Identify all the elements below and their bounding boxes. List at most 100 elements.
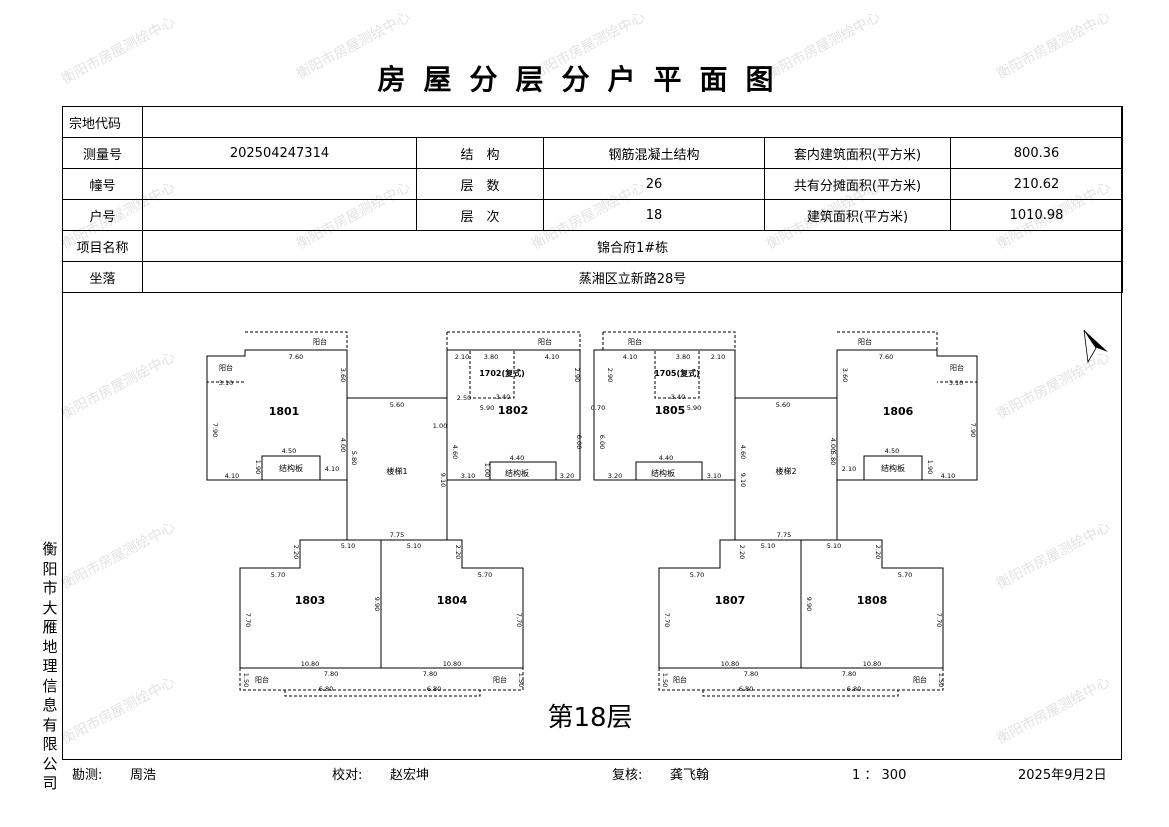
scale-text: 1 ： 300: [852, 768, 907, 783]
table-row: 户号 层 次 18 建筑面积(平方米) 1010.98: [62, 199, 1124, 231]
dim-label: 3.10: [949, 379, 963, 387]
inner-area-label: 套内建筑面积(平方米): [764, 137, 951, 169]
dim-label: 10.80: [443, 660, 462, 668]
dim-label: 5.90: [480, 404, 494, 412]
project-value: 锦合府1#栋: [141, 230, 1124, 262]
dim-label: 4.40: [659, 454, 673, 462]
page-title: 房屋分层分户平面图: [377, 63, 792, 96]
dim-label: 5.80: [350, 451, 358, 465]
dim-label: 2.90: [606, 368, 614, 382]
structure-panel-outline: [635, 461, 703, 481]
dim-label: 1.50: [517, 673, 525, 687]
dim-label: 1.00: [483, 463, 491, 477]
dim-label: 7.90: [969, 423, 977, 437]
dim-label: 4.10: [225, 472, 239, 480]
unit-label: 1804: [437, 594, 468, 607]
survey-no-label: 测量号: [62, 137, 143, 169]
dim-label: 2.10: [455, 353, 469, 361]
dim-label: 7.70: [663, 613, 671, 627]
dim-label: 1.90: [254, 460, 262, 474]
dim-label: 7.80: [744, 670, 758, 678]
dim-label: 4.00: [829, 438, 837, 452]
dim-label: 10.80: [301, 660, 320, 668]
dim-label: 5.10: [341, 542, 355, 550]
north-arrow-icon: [1083, 329, 1108, 364]
dim-label: 7.90: [211, 423, 219, 437]
dim-label: 4.10: [623, 353, 637, 361]
dim-label: 2.20: [292, 545, 300, 559]
dim-label: 3.60: [841, 368, 849, 382]
dim-label: 6.00: [575, 435, 583, 449]
dim-label: 0.70: [591, 404, 605, 412]
stair-label: 楼梯1: [386, 466, 407, 476]
dim-label: 2.90: [573, 368, 581, 382]
surveyor-name: 周浩: [130, 768, 157, 783]
building-no-value: [142, 168, 417, 200]
dim-label: 7.60: [289, 353, 303, 361]
checker-name: 赵宏坤: [390, 768, 430, 783]
left-wing: [206, 331, 581, 697]
reviewer-name: 龚飞翰: [670, 768, 710, 783]
reviewer-label: 复核:: [612, 768, 643, 783]
dim-label: 7.80: [842, 670, 856, 678]
shared-area-value: 210.62: [949, 168, 1124, 200]
balcony-label: 阳台: [219, 363, 233, 372]
table-row: 项目名称 锦合府1#栋: [62, 230, 1124, 262]
duplex-label: 1702(复式): [479, 368, 525, 378]
unit-label: 1807: [715, 594, 746, 607]
unit-1801-outline: [206, 349, 348, 481]
dim-label: 5.60: [776, 401, 790, 409]
dim-label: 3.10: [707, 472, 721, 480]
dim-label: 1.00: [433, 422, 447, 430]
dim-label: 4.40: [510, 454, 524, 462]
dim-label: 3.80: [676, 353, 690, 361]
balcony-outline: [658, 668, 944, 697]
dim-label: 3.20: [560, 472, 574, 480]
location-label: 坐落: [62, 261, 143, 293]
dim-label: 4.10: [941, 472, 955, 480]
table-row: 测量号 202504247314 结 构 钢筋混凝土结构 套内建筑面积(平方米)…: [62, 137, 1124, 169]
unit-1804-outline: [380, 539, 524, 669]
dim-label: 5.10: [407, 542, 421, 550]
dim-label: 5.70: [690, 571, 704, 579]
dim-label: 9.90: [373, 597, 381, 611]
dim-label: 3.40: [496, 393, 510, 401]
dim-label: 3.20: [608, 472, 622, 480]
balcony-outline: [206, 331, 348, 383]
dim-label: 3.10: [461, 472, 475, 480]
structure-panel-label: 结构板: [881, 463, 905, 473]
dimension-labels-vertical: 7.90 3.60 4.00 5.80 1.90 4.60 9.10 2.90 …: [211, 368, 977, 687]
dim-label: 3.40: [671, 393, 685, 401]
balcony-outline: [837, 331, 978, 383]
balcony-label: 阳台: [493, 675, 507, 684]
location-value: 蒸湘区立新路28号: [141, 261, 1124, 293]
dim-label: 5.10: [827, 542, 841, 550]
dim-label: 2.20: [738, 545, 746, 559]
balcony-label: 阳台: [255, 675, 269, 684]
dim-label: 9.90: [805, 597, 813, 611]
dim-label: 9.10: [739, 473, 747, 487]
balcony-label: 阳台: [950, 363, 964, 372]
unit-label: 1805: [655, 404, 686, 417]
balcony-label: 阳台: [313, 337, 327, 346]
unit-no-label: 户号: [62, 199, 143, 231]
dim-label: 5.10: [761, 542, 775, 550]
dim-label: 2.20: [454, 545, 462, 559]
balcony-label: 阳台: [673, 675, 687, 684]
structure-panel-outline: [863, 455, 923, 481]
dim-label: 7.80: [324, 670, 338, 678]
dim-label: 4.50: [885, 447, 899, 455]
structure-panel-outline: [261, 455, 321, 481]
dim-label: 10.80: [863, 660, 882, 668]
duplex-1702-outline: [469, 349, 515, 399]
dimension-labels: 7.60 3.10 4.50 4.10 4.10 5.60 3.80 4.10 …: [219, 353, 963, 693]
dim-label: 7.70: [935, 613, 943, 627]
unit-label: 1808: [857, 594, 888, 607]
unit-label: 1802: [498, 404, 529, 417]
dim-label: 5.90: [687, 404, 701, 412]
balcony-label: 阳台: [913, 675, 927, 684]
dim-label: 1.50: [242, 673, 250, 687]
dim-label: 10.80: [721, 660, 740, 668]
dim-label: 3.80: [484, 353, 498, 361]
balcony-label: 阳台: [858, 337, 872, 346]
